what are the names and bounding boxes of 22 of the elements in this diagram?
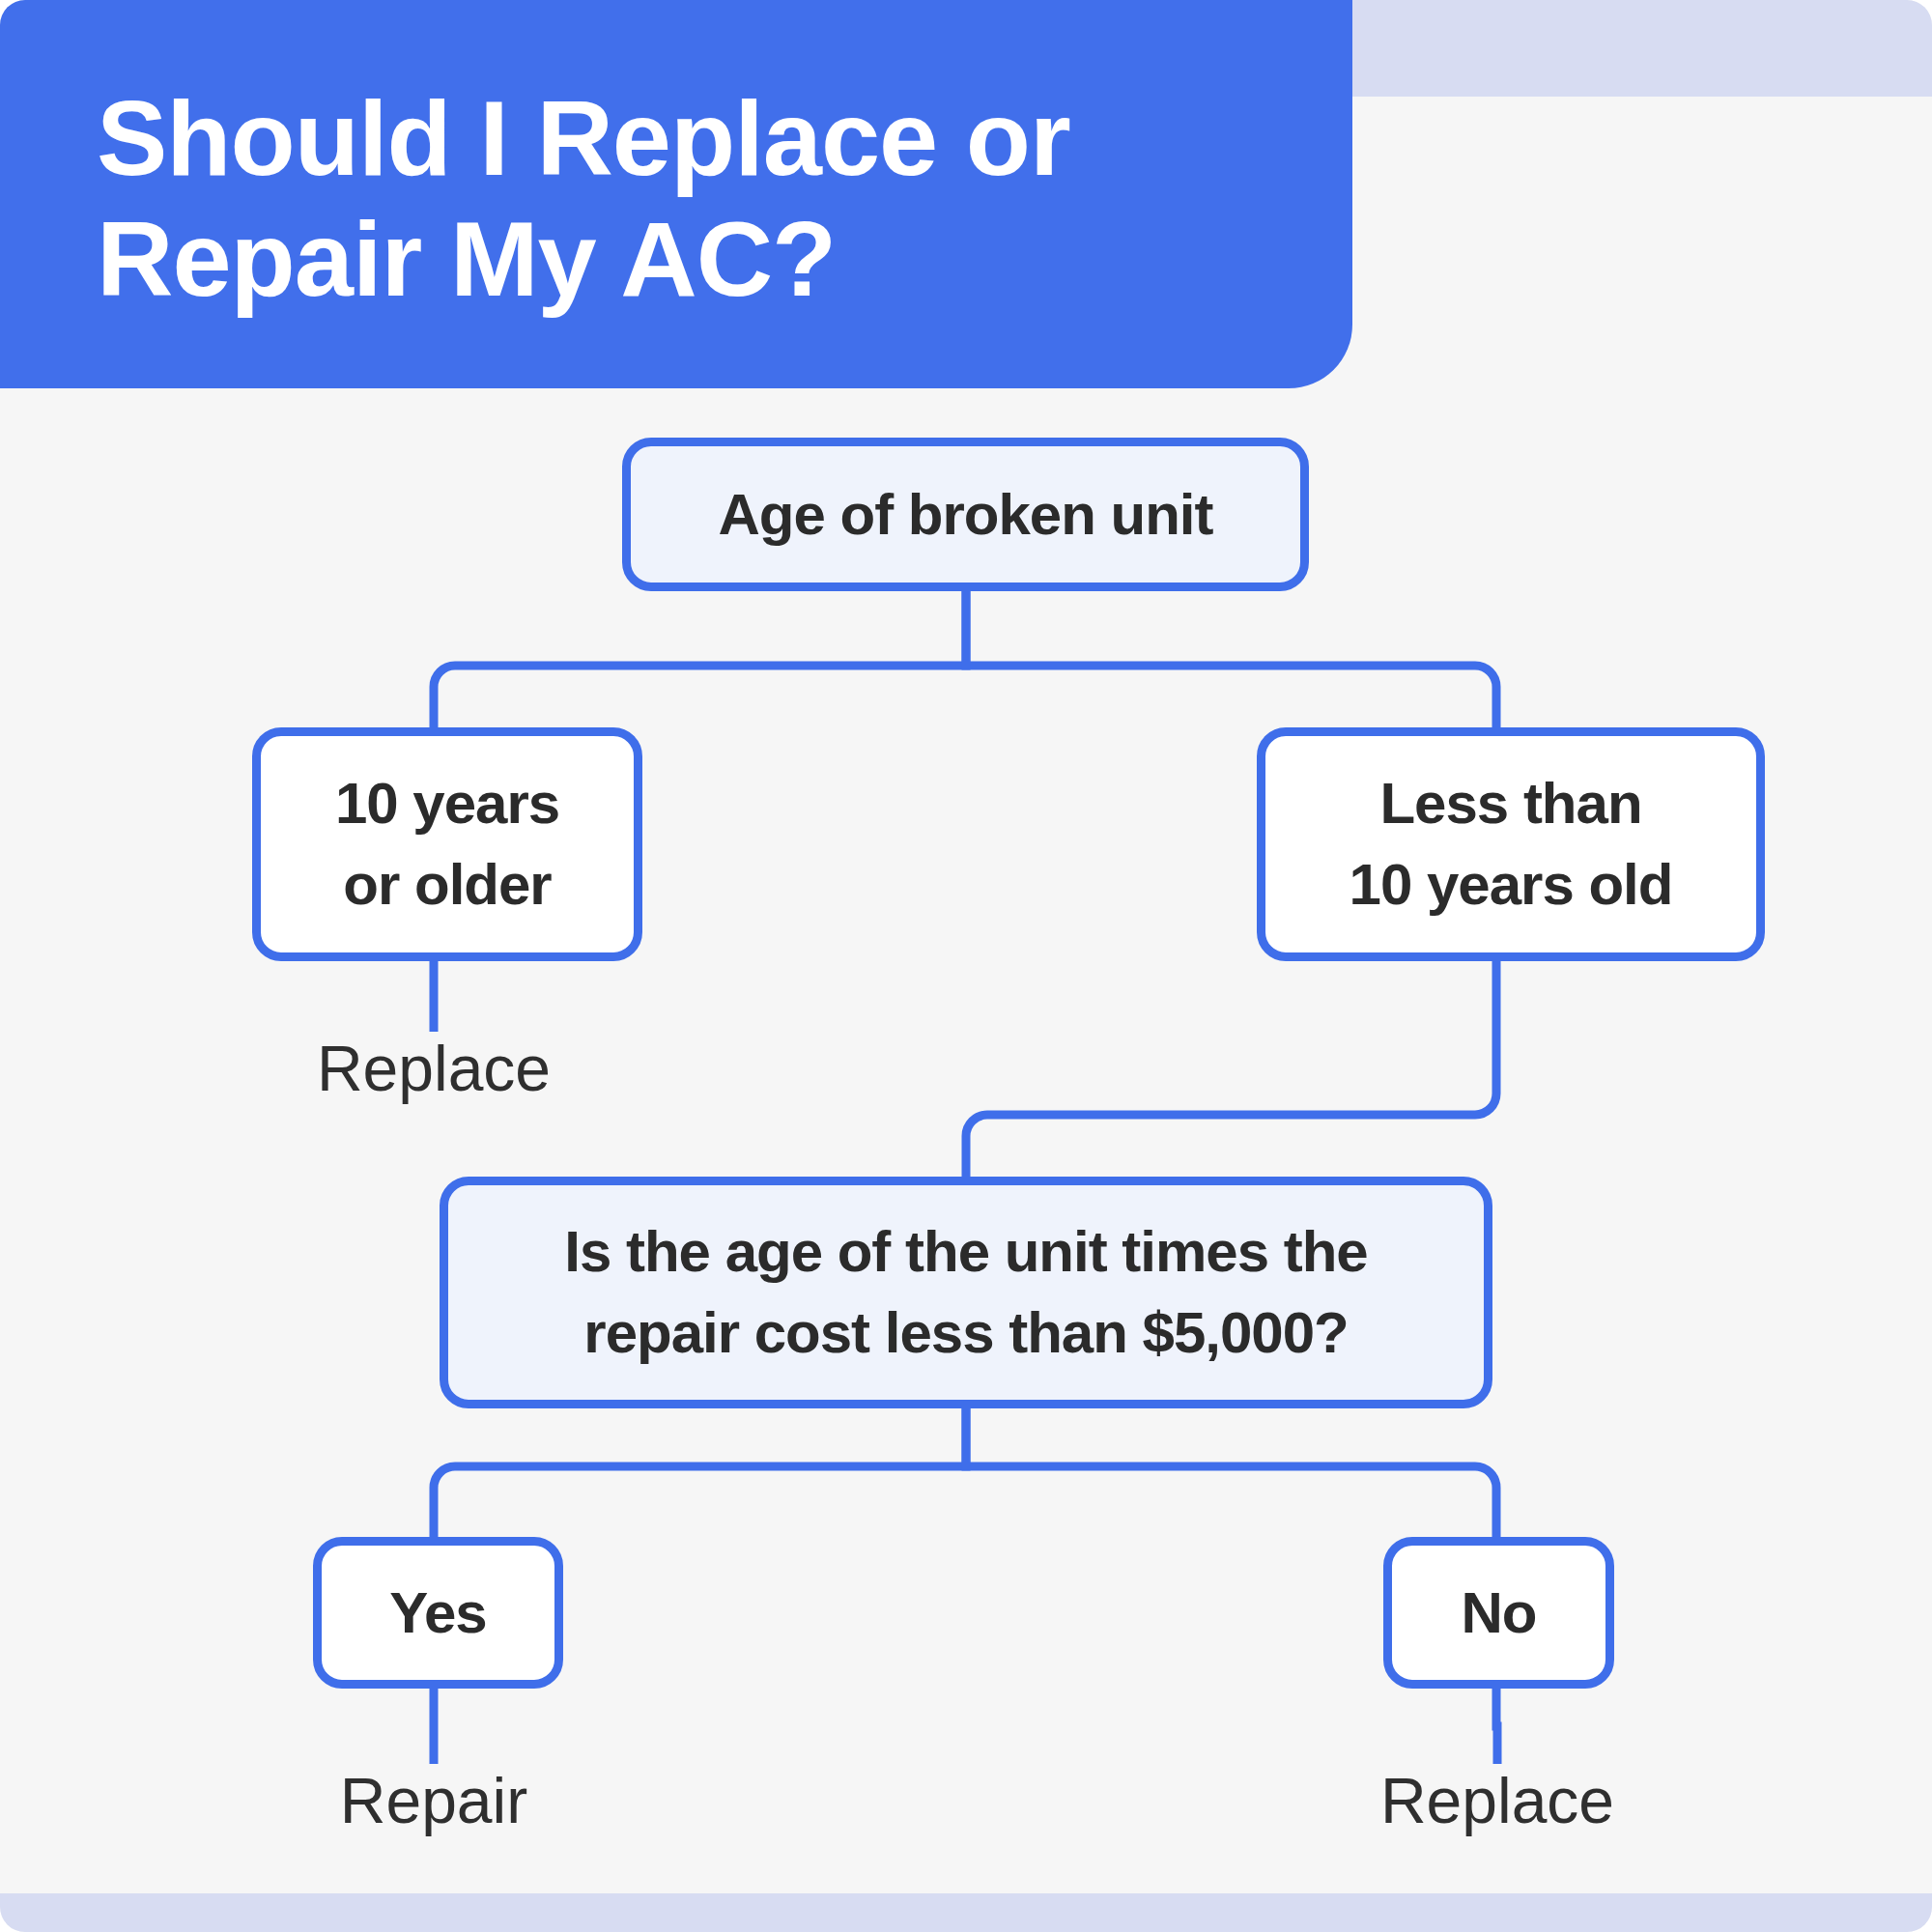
connector-line [961,1408,1501,1537]
option-text: Yes [389,1578,487,1647]
option-text: Less than 10 years old [1348,770,1674,919]
outcome-label: Replace [316,1032,552,1105]
connector-line [429,961,439,1032]
question-box [622,438,1309,591]
connector-line [961,591,1501,727]
answer-option-box [313,1537,563,1689]
option-box [1257,727,1765,961]
outcome-label: Repair [339,1764,528,1837]
outcome-label: Replace [1379,1764,1615,1837]
option-box [252,727,642,961]
option-text: No [1461,1578,1537,1647]
question-text: Age of broken unit [718,480,1213,549]
question-box [440,1177,1492,1408]
connector-line [961,961,1501,1177]
title: Should I Replace or Repair My AC? [97,77,1071,319]
option-text: 10 years or older [333,770,561,919]
connector-line [429,1689,439,1764]
answer-option-box [1383,1537,1614,1689]
connector-line [1492,1689,1502,1764]
question-text: Is the age of the unit times the repair cost less than $5,000? [563,1218,1369,1367]
